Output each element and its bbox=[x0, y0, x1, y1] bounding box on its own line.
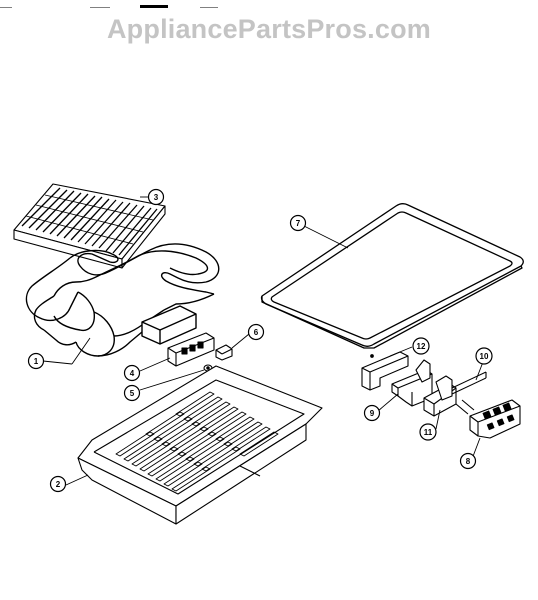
callout-8: 8 bbox=[459, 452, 477, 470]
grill-grate-part[interactable] bbox=[13, 183, 166, 269]
callout-5-label: 5 bbox=[130, 389, 135, 398]
callout-8-label: 8 bbox=[466, 457, 471, 466]
callout-3: 3 bbox=[147, 188, 165, 206]
callout-6-label: 6 bbox=[254, 328, 259, 337]
header-fragment-lines bbox=[0, 5, 218, 8]
callout-11: 11 bbox=[419, 423, 437, 441]
clip-part[interactable] bbox=[215, 344, 233, 361]
receptacle-block-part[interactable] bbox=[469, 399, 521, 439]
callout-2: 2 bbox=[49, 475, 67, 493]
callout-7-label: 7 bbox=[296, 219, 301, 228]
callout-1: 1 bbox=[27, 352, 45, 370]
bracket-part[interactable] bbox=[361, 351, 409, 391]
callout-6: 6 bbox=[247, 323, 265, 341]
callout-12-label: 12 bbox=[417, 342, 426, 351]
mounting-bracket-part[interactable] bbox=[391, 359, 433, 407]
terminal-block-part[interactable] bbox=[167, 332, 215, 367]
callout-9: 9 bbox=[363, 404, 381, 422]
callout-10-label: 10 bbox=[480, 352, 489, 361]
watermark-text: AppliancePartsPros.com bbox=[106, 14, 431, 44]
callout-11-label: 11 bbox=[424, 428, 433, 437]
callout-2-label: 2 bbox=[56, 480, 61, 489]
callout-3-label: 3 bbox=[154, 193, 159, 202]
griddle-cover-part[interactable] bbox=[260, 203, 524, 349]
drip-pan-part[interactable] bbox=[77, 365, 323, 525]
callout-5: 5 bbox=[123, 384, 141, 402]
callout-7: 7 bbox=[289, 214, 307, 232]
leader-lines bbox=[65, 196, 484, 486]
callout-1-label: 1 bbox=[34, 357, 39, 366]
switch-assembly-part[interactable] bbox=[423, 371, 487, 417]
cropped-header-fragment bbox=[0, 0, 230, 8]
callout-9-label: 9 bbox=[370, 409, 375, 418]
callout-10: 10 bbox=[475, 347, 493, 365]
callout-4: 4 bbox=[123, 364, 141, 382]
callout-4-label: 4 bbox=[130, 369, 135, 378]
callout-12: 12 bbox=[412, 337, 430, 355]
drip-pan-slots bbox=[115, 391, 279, 492]
heating-element-part[interactable] bbox=[25, 243, 220, 357]
